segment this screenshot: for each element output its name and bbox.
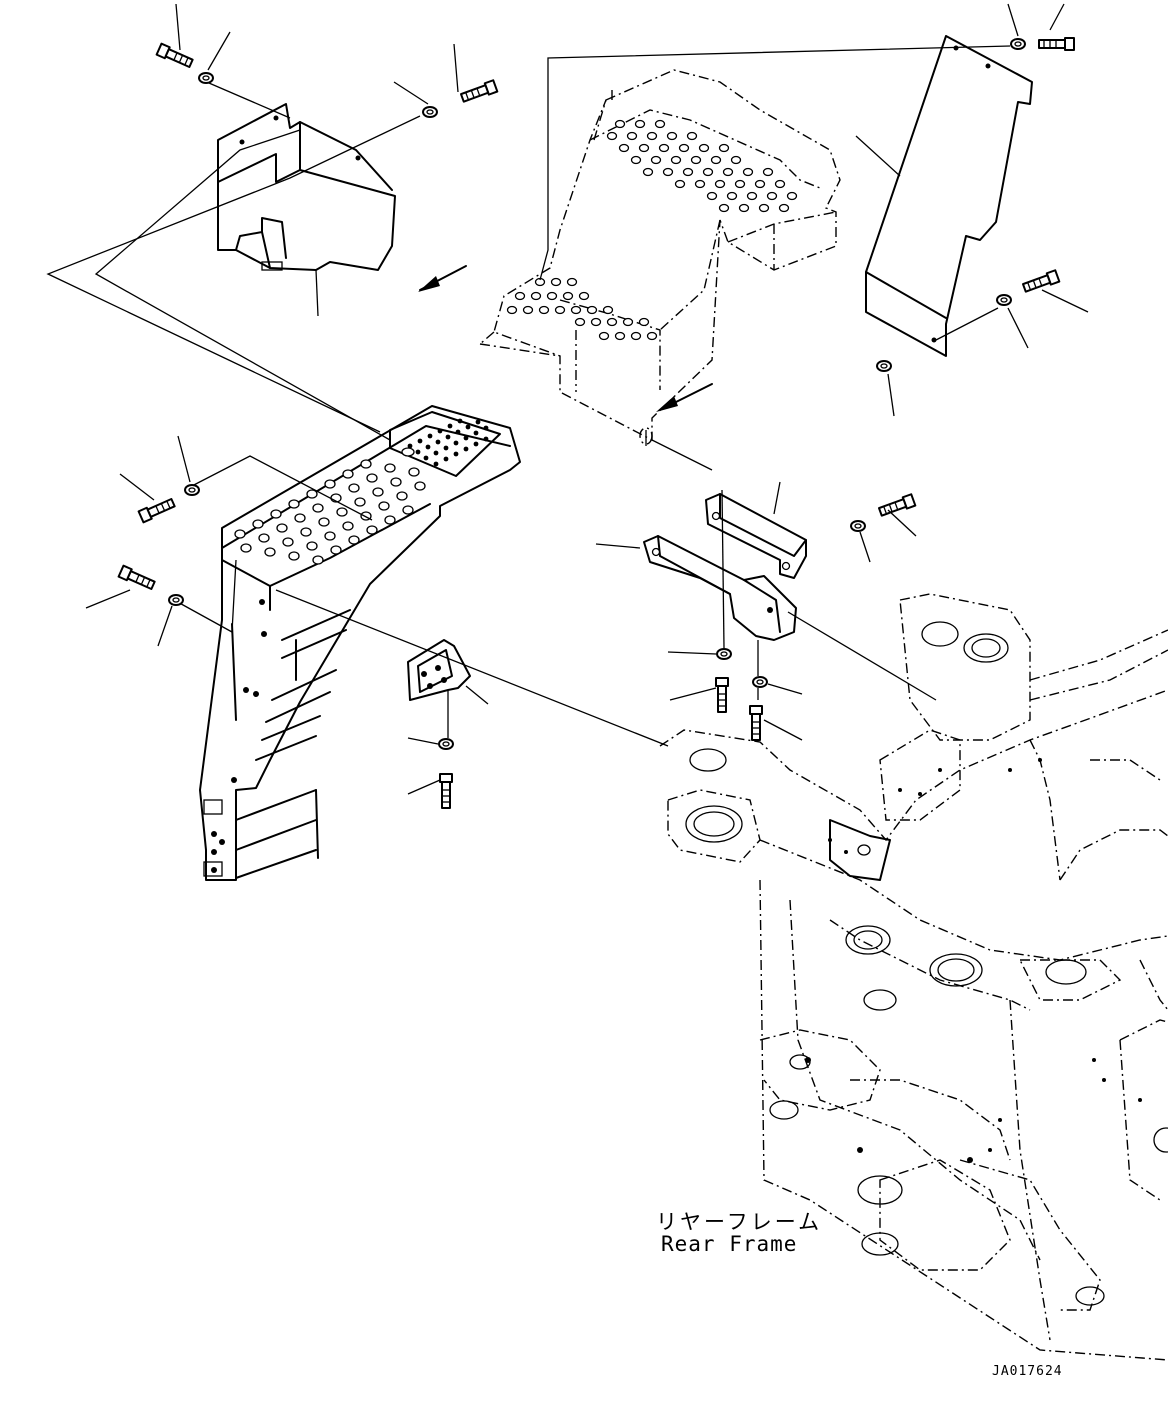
small-bracket-mid <box>407 639 489 705</box>
connection-lines <box>46 45 1011 747</box>
brackets-center <box>595 481 807 641</box>
rear-frame-label-english: Rear Frame <box>661 1232 798 1256</box>
callout-leaders <box>85 3 1089 795</box>
step-assembly-phantom <box>479 69 841 445</box>
bracket-cover-upper-left <box>217 103 396 317</box>
arrow-center <box>656 383 713 412</box>
left-step-frame <box>199 405 521 881</box>
arrow-upper-left <box>418 265 467 292</box>
rear-frame-label-japanese: リヤーフレーム <box>656 1210 823 1234</box>
fasteners <box>117 37 1075 809</box>
drawing-code: JA017624 <box>992 1364 1063 1379</box>
cover-plate-upper-right <box>855 35 1033 357</box>
rear-frame <box>659 593 1168 1361</box>
